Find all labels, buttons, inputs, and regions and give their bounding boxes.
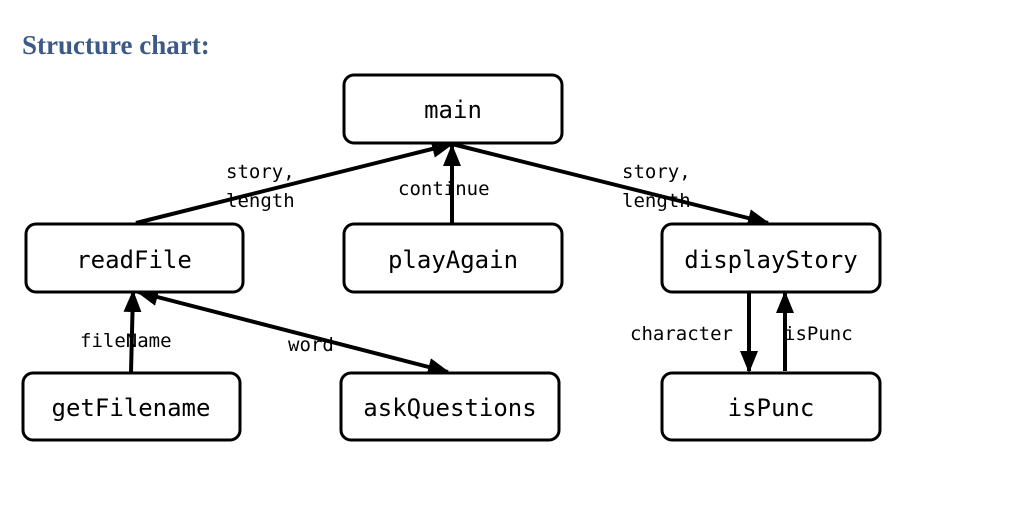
node-ispunc: isPunc xyxy=(660,371,882,442)
node-playagain-label: playAgain xyxy=(388,246,518,274)
node-getfilename: getFilename xyxy=(21,371,242,442)
edge-main-to-displaystory xyxy=(451,142,770,227)
edge-readfile-to-main xyxy=(135,140,454,225)
edge-label-story-right-1: story, xyxy=(622,161,691,183)
edge-label-filename: fileName xyxy=(80,330,172,352)
edge-label-continue: continue xyxy=(398,178,490,200)
node-getfilename-label: getFilename xyxy=(52,394,211,422)
edge-label-length-left-2: length xyxy=(226,190,295,212)
node-main: main xyxy=(342,73,564,145)
node-playagain: playAgain xyxy=(342,222,564,294)
edge-readfile-askquestions xyxy=(136,288,450,376)
node-readfile-label: readFile xyxy=(76,246,192,274)
page-title: Structure chart: xyxy=(22,30,210,60)
edge-label-ispunc: isPunc xyxy=(784,323,853,345)
node-readfile: readFile xyxy=(24,222,245,294)
node-displaystory: displayStory xyxy=(660,222,882,294)
node-ispunc-label: isPunc xyxy=(728,394,815,422)
edge-label-character: character xyxy=(630,323,733,345)
node-main-label: main xyxy=(424,96,482,124)
node-askquestions: askQuestions xyxy=(339,371,561,442)
edge-label-length-right-2: length xyxy=(622,190,691,212)
node-askquestions-label: askQuestions xyxy=(363,394,536,422)
edge-label-story-left-1: story, xyxy=(226,161,295,183)
edge-label-word: word xyxy=(288,334,334,356)
edge-getfilename-to-readfile xyxy=(123,290,142,373)
node-displaystory-label: displayStory xyxy=(684,246,857,274)
